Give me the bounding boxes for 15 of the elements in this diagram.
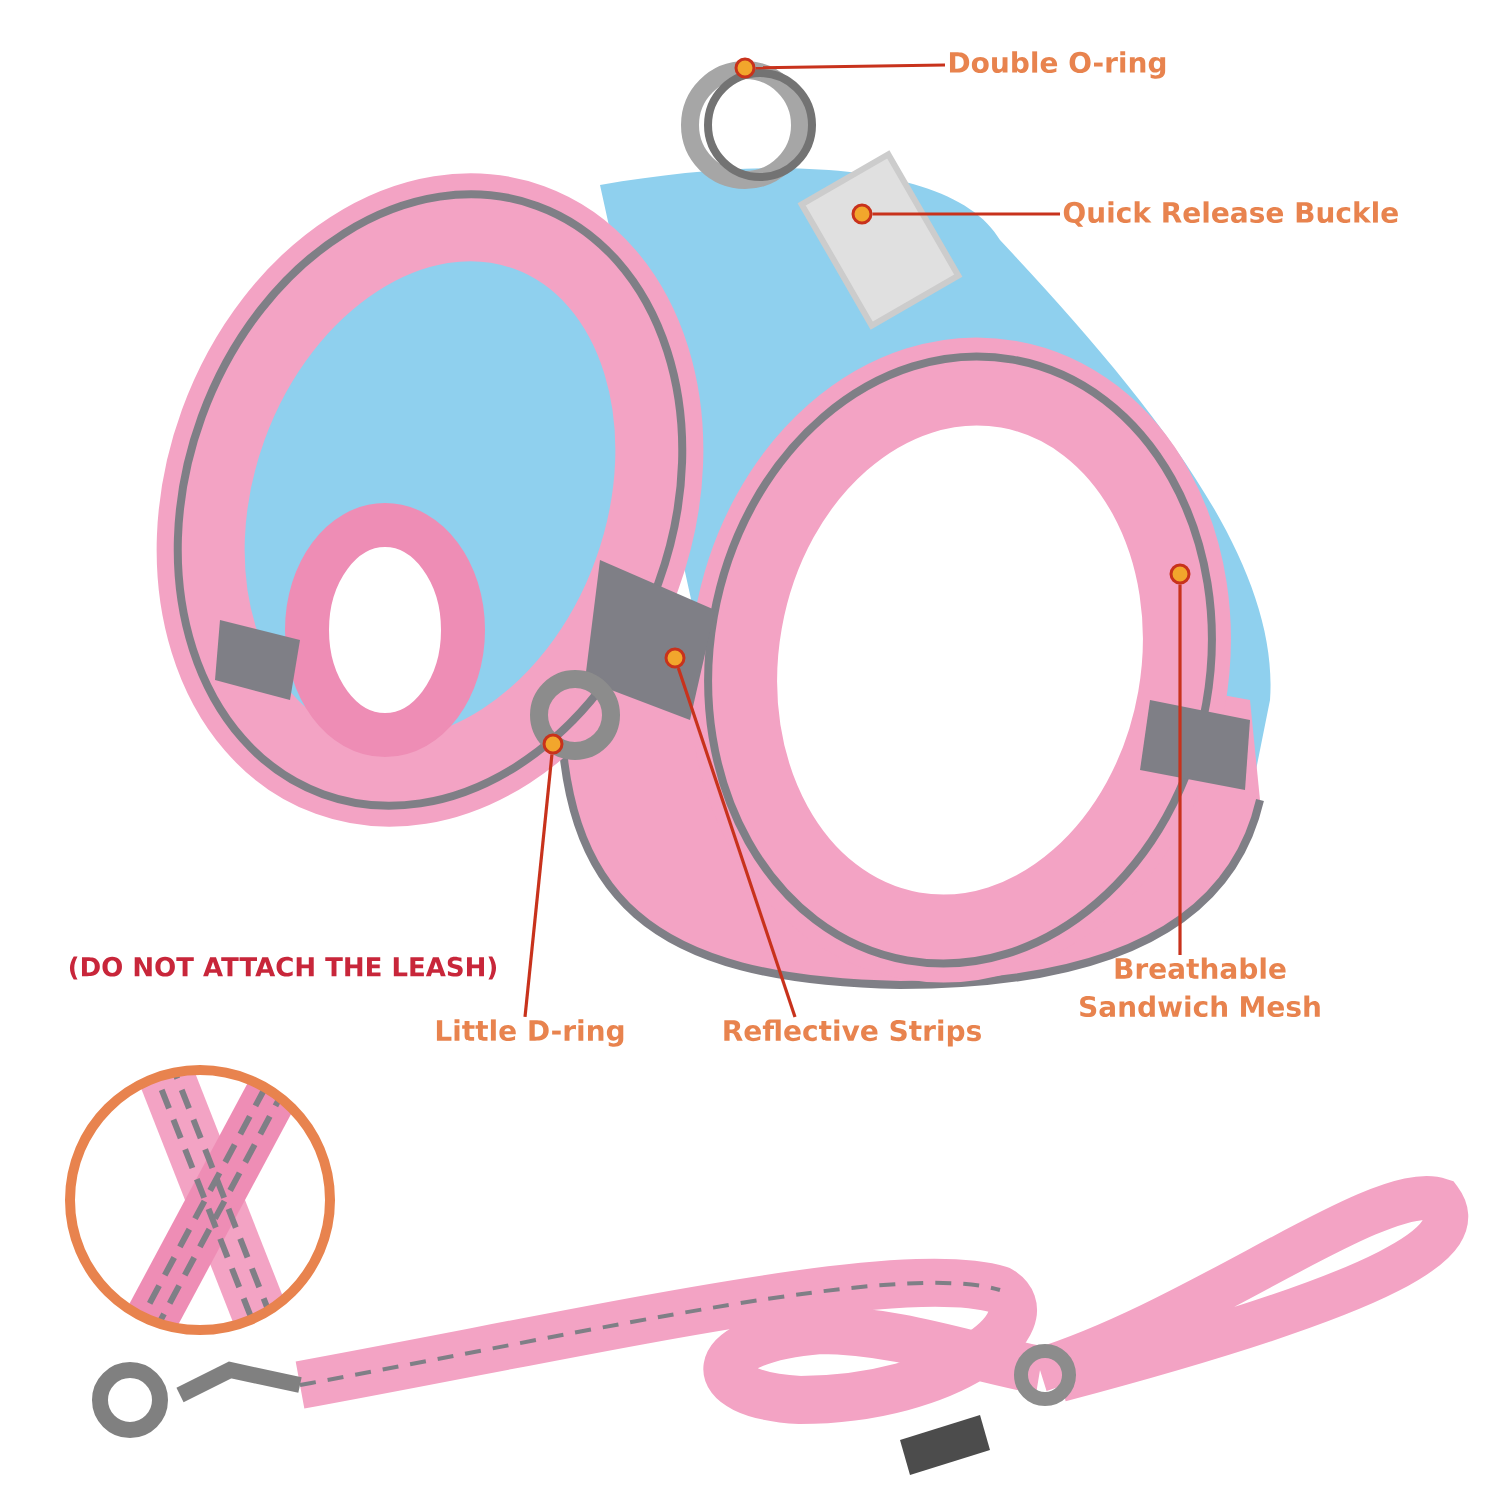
callout-dot xyxy=(734,57,756,79)
warning-note: (DO NOT ATTACH THE LEASH) xyxy=(69,956,497,980)
leader-line xyxy=(1178,584,1182,955)
callout-label: Breathable Sandwich Mesh xyxy=(1080,957,1320,1018)
leader-line xyxy=(676,667,797,1018)
callout-dot xyxy=(664,647,686,669)
callout-dot xyxy=(542,733,564,755)
callout-label: Quick Release Buckle xyxy=(1063,201,1398,227)
callout-dot xyxy=(851,203,873,225)
leader-line xyxy=(523,754,554,1018)
leader-line xyxy=(872,212,1060,216)
callout-dot xyxy=(1169,563,1191,585)
callout-label: Double O-ring xyxy=(950,51,1166,79)
callout-label: Reflective Strips xyxy=(724,1019,981,1047)
callout-label: Little D-ring xyxy=(436,1019,624,1047)
